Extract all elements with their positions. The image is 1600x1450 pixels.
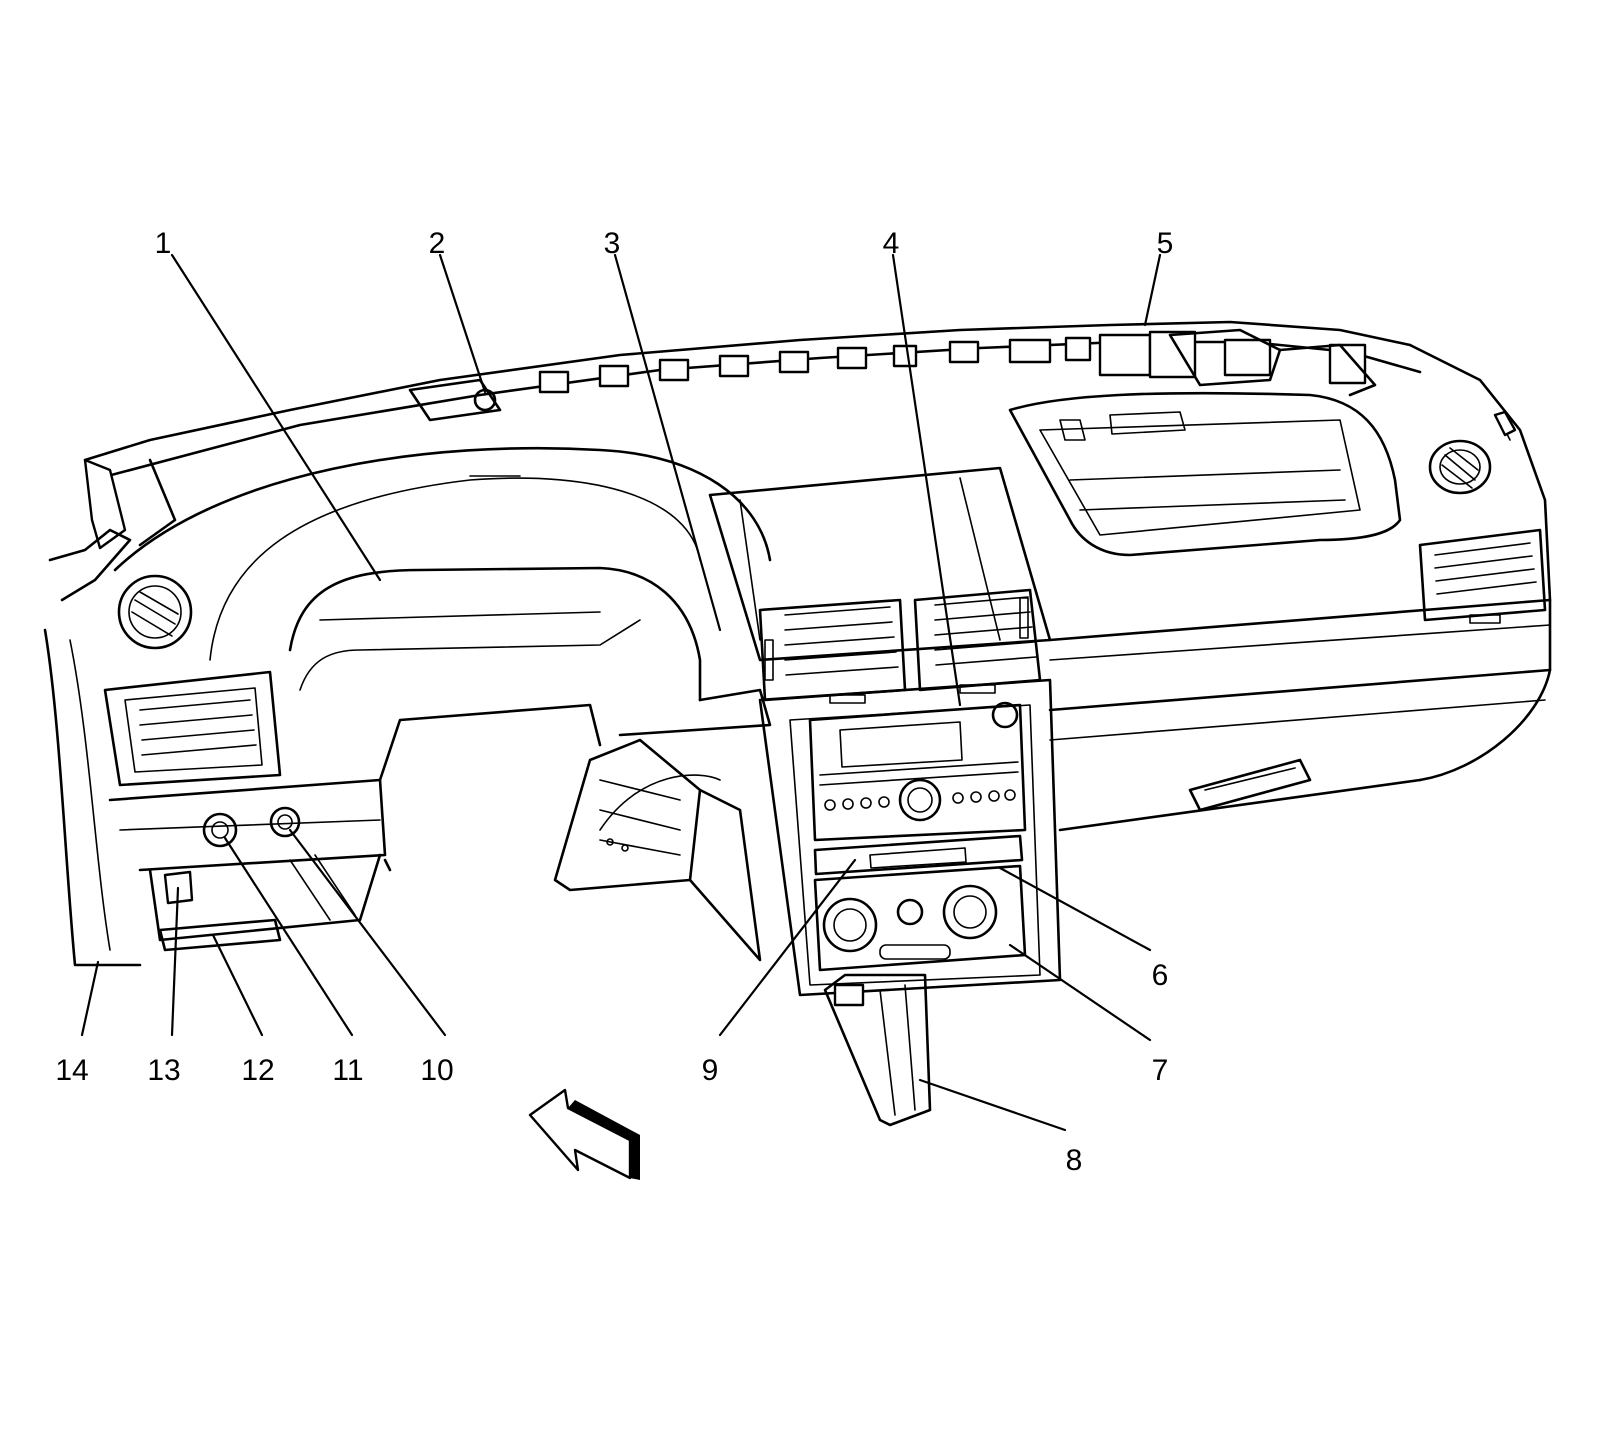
leader-14 [80, 960, 100, 1037]
callout-5: 5 [1157, 227, 1174, 260]
leader-8 [918, 1078, 1067, 1132]
leader-11 [223, 836, 354, 1037]
leader-lines [80, 253, 1162, 1132]
leader-2 [438, 253, 487, 394]
forward-direction-arrow-icon [528, 1088, 640, 1180]
callout-labels: 1 2 3 4 5 6 7 8 9 10 11 12 13 14 [55, 227, 1173, 1177]
callout-3: 3 [604, 227, 621, 260]
leader-9 [718, 858, 857, 1037]
callout-7: 7 [1152, 1054, 1169, 1087]
leader-5 [1143, 253, 1162, 327]
radio [808, 701, 1027, 842]
leader-13 [170, 886, 180, 1037]
leader-1 [170, 253, 382, 582]
callout-1: 1 [155, 227, 172, 260]
hvac-control [813, 864, 1027, 972]
left-round-vent [117, 574, 193, 650]
callout-6: 6 [1152, 959, 1169, 992]
callout-14: 14 [55, 1054, 88, 1087]
callout-8: 8 [1066, 1144, 1083, 1177]
leader-6 [998, 866, 1152, 952]
center-vents [758, 588, 1042, 704]
radio-preset-buttons [824, 789, 1016, 811]
right-rect-vent [1418, 528, 1547, 624]
callout-9: 9 [702, 1054, 719, 1087]
callout-11: 11 [332, 1054, 363, 1087]
leader-12 [211, 933, 264, 1037]
callout-10: 10 [420, 1054, 453, 1087]
right-round-vent [1428, 439, 1492, 495]
callout-4: 4 [883, 227, 900, 260]
leader-7 [1008, 943, 1152, 1042]
instrument-panel-illustration [43, 320, 1552, 1127]
leader-4 [891, 253, 962, 707]
callout-13: 13 [147, 1054, 180, 1087]
callout-2: 2 [429, 227, 446, 260]
lower-knobs [202, 806, 301, 848]
leader-3 [613, 253, 722, 632]
leader-10 [288, 828, 447, 1037]
left-rect-vent [103, 670, 282, 787]
defroster-clips [538, 330, 1367, 394]
callout-12: 12 [241, 1054, 274, 1087]
